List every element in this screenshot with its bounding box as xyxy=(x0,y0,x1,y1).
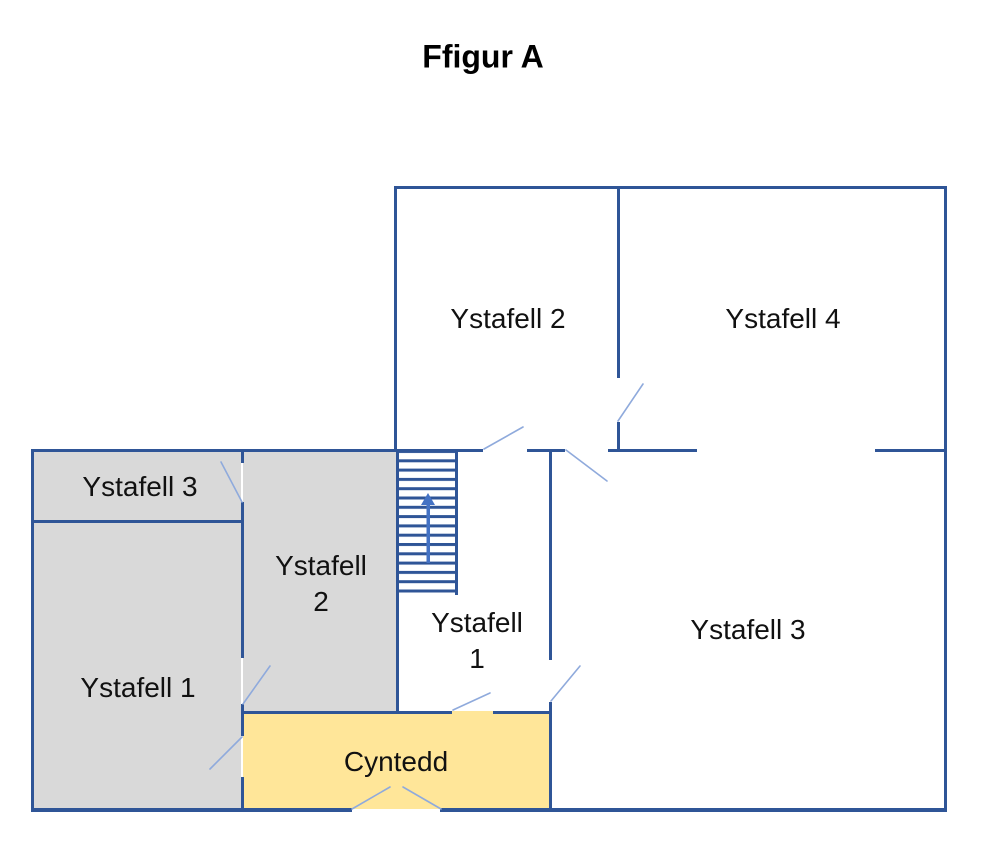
wall-upper-divider-stub xyxy=(617,422,620,452)
door-swing-mid2 xyxy=(242,665,271,705)
wall-mid-segment xyxy=(527,449,565,452)
room-left-block-fill xyxy=(33,451,241,809)
wall-left3-left1-divider xyxy=(31,520,244,523)
hall-cyntedd-fill xyxy=(243,711,549,809)
wall-hall-top-b xyxy=(493,711,552,714)
figure-title: Ffigur A xyxy=(422,38,544,75)
wall-550-bottom xyxy=(549,702,552,812)
door-swing-mid1-hall xyxy=(452,692,491,711)
room-label-cyntedd: Cyntedd xyxy=(343,746,449,778)
room-label-left-ystafell-1: Ystafell 1 xyxy=(80,672,196,704)
room-label-left-ystafell-3: Ystafell 3 xyxy=(82,471,198,503)
room-label-right-ystafell-3: Ystafell 3 xyxy=(690,614,806,646)
wall-396 xyxy=(396,449,399,711)
up-arrow-shaft xyxy=(426,503,430,563)
staircase xyxy=(399,449,458,595)
wall-upper-top xyxy=(394,186,947,189)
up-arrow-icon xyxy=(421,493,435,563)
door-swing-right3-top xyxy=(565,449,608,482)
door-swing-left3 xyxy=(220,461,243,503)
wall-right xyxy=(944,186,947,812)
wall-550-top xyxy=(549,449,552,660)
wall-hall-top-a xyxy=(241,711,452,714)
wall-mid-segment xyxy=(608,449,697,452)
wall-241-stub xyxy=(241,449,244,463)
wall-241-mid xyxy=(241,502,244,658)
room-label-ystafell-4: Ystafell 4 xyxy=(725,303,841,335)
door-swing-left1-hall xyxy=(209,736,243,770)
door-swing-upper-divider xyxy=(617,383,644,422)
wall-upper-left xyxy=(394,186,397,452)
door-swing-entrance-right xyxy=(402,786,442,810)
room-label-mid-ystafell-1: Ystafell 1 xyxy=(431,607,523,674)
up-arrow-head xyxy=(421,493,435,505)
wall-upper-divider xyxy=(617,186,620,378)
wall-bottom-b xyxy=(440,808,947,812)
door-swing-upper2 xyxy=(483,426,524,450)
wall-mid-main xyxy=(31,449,483,452)
wall-bottom-a xyxy=(31,808,352,812)
wall-241-bottom xyxy=(241,777,244,811)
door-swing-mid1-right3 xyxy=(550,665,581,702)
wall-mid-segment xyxy=(875,449,947,452)
door-swing-entrance-left xyxy=(351,786,391,810)
wall-left xyxy=(31,449,34,812)
wall-241-low xyxy=(241,704,244,736)
room-label-mid-ystafell-2: Ystafell 2 xyxy=(275,550,367,617)
staircase-right-edge xyxy=(455,449,458,595)
room-label-upper-ystafell-2: Ystafell 2 xyxy=(450,303,566,335)
